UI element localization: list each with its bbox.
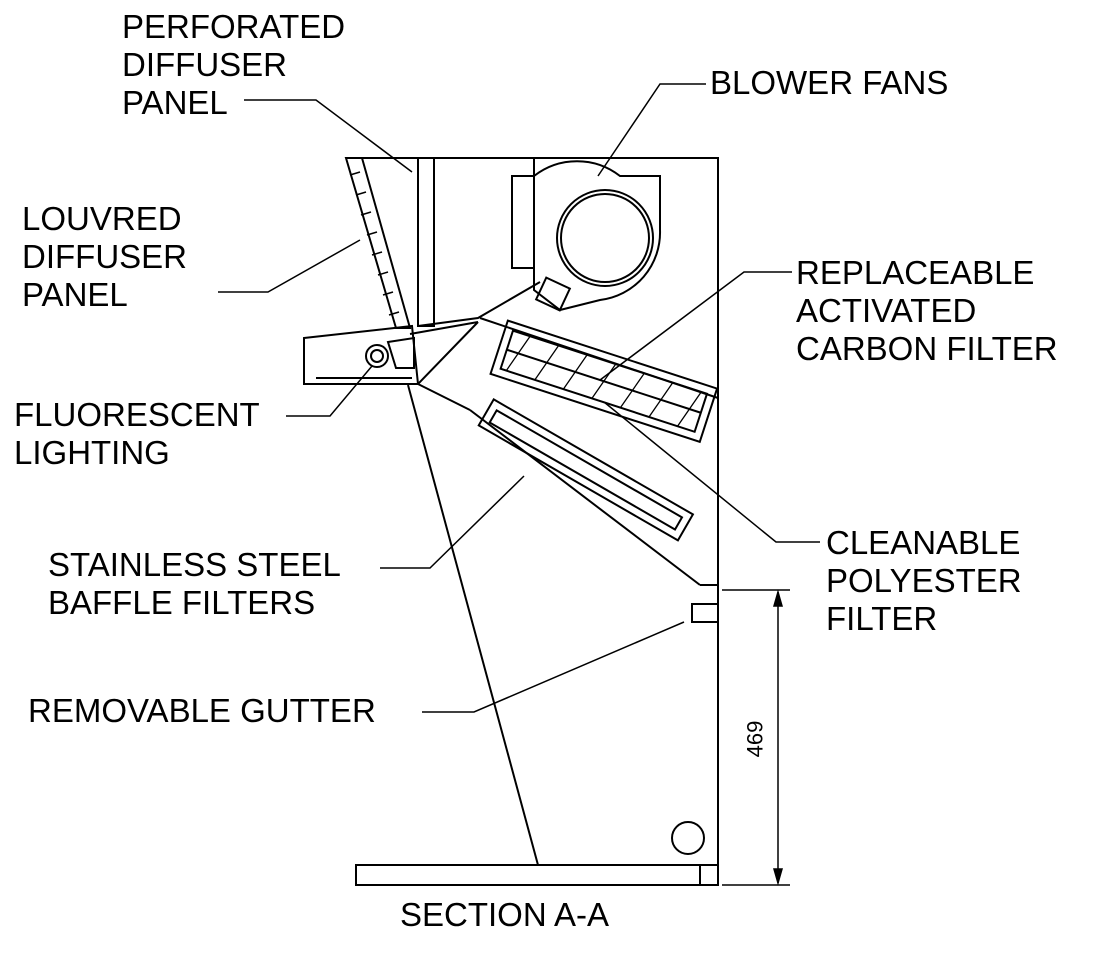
- louvred-diffuser: [346, 158, 410, 328]
- light-housing: [304, 326, 418, 384]
- label-line: STAINLESS STEEL: [48, 546, 341, 583]
- label-line: CARBON FILTER: [796, 330, 1058, 367]
- label-line: CLEANABLE: [826, 524, 1021, 561]
- label-line: REPLACEABLE: [796, 254, 1035, 291]
- label-line: FILTER: [826, 600, 938, 637]
- label-louvred-diffuser-panel: LOUVRED DIFFUSER PANEL: [22, 200, 187, 314]
- label-replaceable-activated-carbon-filter: REPLACEABLE ACTIVATED CARBON FILTER: [796, 254, 1058, 368]
- label-line: FLUORESCENT: [14, 396, 260, 433]
- base-plinth: [356, 865, 718, 885]
- label-line: PANEL: [122, 84, 228, 121]
- front-face-line: [408, 385, 538, 865]
- section-caption: SECTION A-A: [400, 896, 610, 933]
- dimension-value: 469: [742, 720, 768, 758]
- perforated-diffuser: [418, 158, 434, 326]
- leaders: [218, 84, 820, 712]
- carbon-filter: [491, 321, 718, 442]
- label-perforated-diffuser-panel: PERFORATED DIFFUSER PANEL: [122, 8, 345, 122]
- gutter-part: [692, 604, 718, 622]
- plenum-divider: [418, 282, 540, 326]
- label-fluorescent-lighting: FLUORESCENT LIGHTING: [14, 396, 260, 472]
- label-line: REMOVABLE GUTTER: [28, 692, 376, 729]
- label-line: PERFORATED: [122, 8, 346, 45]
- dimension-469: [722, 590, 790, 885]
- drain-hole: [672, 822, 704, 854]
- label-line: BLOWER FANS: [710, 64, 949, 101]
- label-line: LIGHTING: [14, 434, 170, 471]
- label-cleanable-polyester-filter: CLEANABLE POLYESTER FILTER: [826, 524, 1022, 638]
- label-line: ACTIVATED: [796, 292, 977, 329]
- blower-fan: [512, 158, 660, 310]
- label-blower-fans: BLOWER FANS: [710, 64, 948, 102]
- label-line: BAFFLE FILTERS: [48, 584, 316, 621]
- label-removable-gutter: REMOVABLE GUTTER: [28, 692, 376, 730]
- label-line: DIFFUSER: [22, 238, 187, 275]
- label-stainless-steel-baffle-filters: STAINLESS STEEL BAFFLE FILTERS: [48, 546, 341, 622]
- label-line: DIFFUSER: [122, 46, 287, 83]
- label-line: LOUVRED: [22, 200, 182, 237]
- baffle-filter: [479, 399, 693, 540]
- label-line: POLYESTER: [826, 562, 1022, 599]
- label-line: PANEL: [22, 276, 128, 313]
